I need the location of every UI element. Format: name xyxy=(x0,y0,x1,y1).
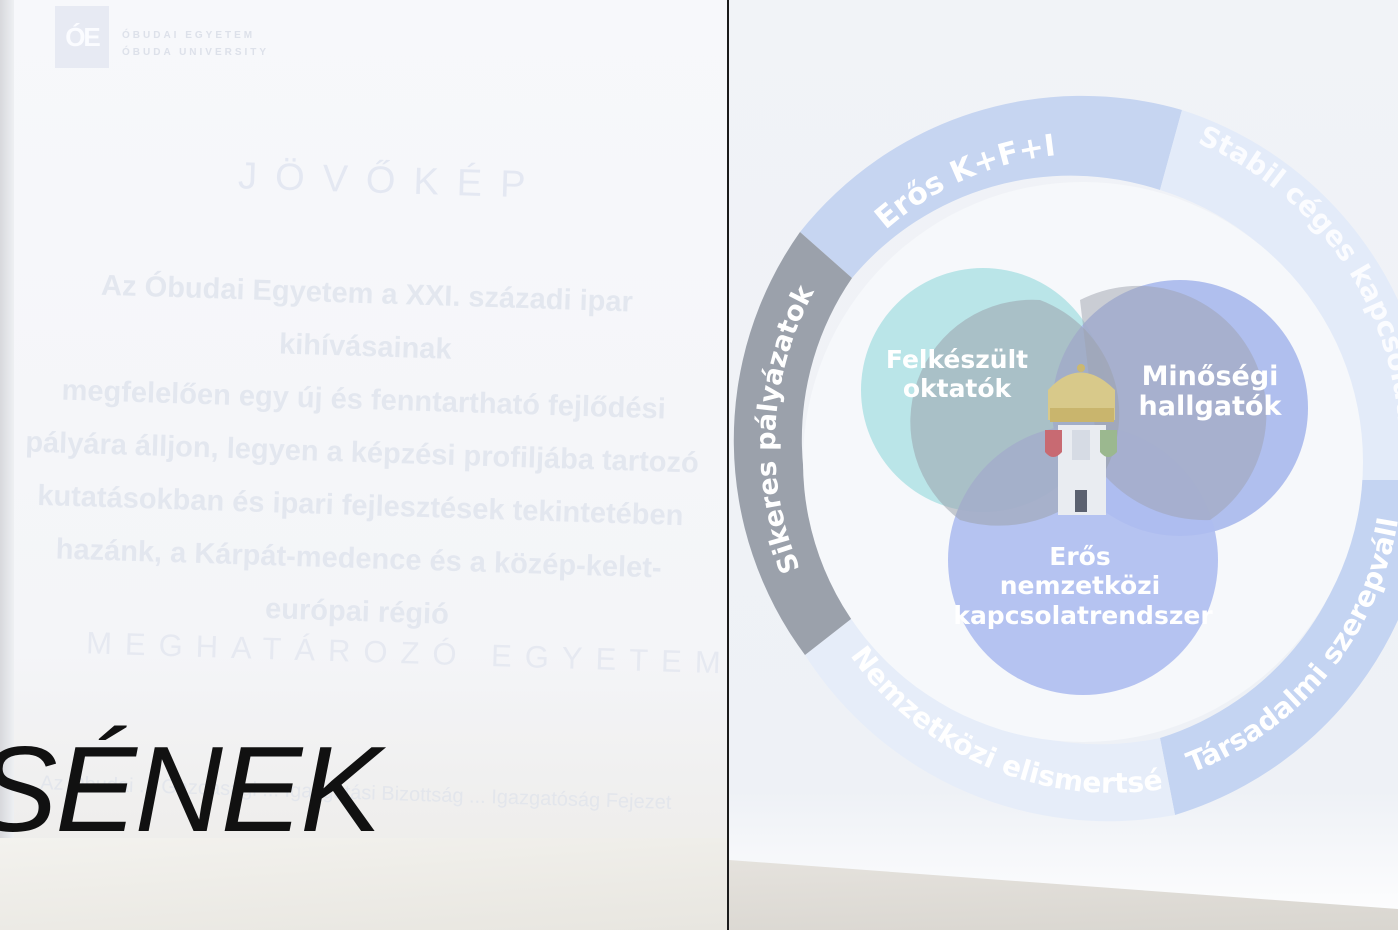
circle-label-students-2: hallgatók xyxy=(1139,391,1283,422)
circle-label-teachers-1: Felkészült xyxy=(886,345,1028,374)
projector-screen-edge xyxy=(0,0,14,930)
left-photo-panel: ÓE ÓBUDAI EGYETEM ÓBUDA UNIVERSITY JÖVŐK… xyxy=(0,0,727,930)
circle-label-intl-2: nemzetközi xyxy=(1000,571,1161,600)
panel-divider xyxy=(727,0,729,930)
circle-label-teachers-2: oktatók xyxy=(903,374,1013,403)
logo-mark: ÓE xyxy=(65,21,101,52)
ring-segment-business xyxy=(1160,110,1398,480)
slide-body: Az Óbudai Egyetem a XXI. századi ipar ki… xyxy=(16,257,707,649)
vision-diagram: Erős K+F+I Stabil céges kapcsolati háló … xyxy=(729,0,1398,822)
venn-overlap-shadow xyxy=(1080,285,1267,521)
logo-text: ÓBUDAI EGYETEM ÓBUDA UNIVERSITY xyxy=(122,27,269,61)
ring-segment-grants xyxy=(733,232,860,655)
logo-line-1: ÓBUDAI EGYETEM xyxy=(122,30,256,41)
floor-area xyxy=(0,838,727,930)
ring-segment-rd xyxy=(800,95,1182,278)
logo-line-2: ÓBUDA UNIVERSITY xyxy=(122,47,270,58)
ring-segment-social xyxy=(1160,480,1398,815)
slide-title: JÖVŐKÉP xyxy=(237,155,545,207)
coat-of-arms-icon xyxy=(1045,364,1117,515)
university-logo: ÓE xyxy=(55,6,109,68)
circle-label-students-1: Minőségi xyxy=(1142,361,1279,392)
caption-text: SÉNEK xyxy=(0,721,382,857)
circle-label-intl-1: Erős xyxy=(1049,542,1110,571)
circle-label-intl-3: kapcsolatrendszer xyxy=(953,601,1213,630)
right-photo-panel: Erős K+F+I Stabil céges kapcsolati háló … xyxy=(729,0,1398,930)
